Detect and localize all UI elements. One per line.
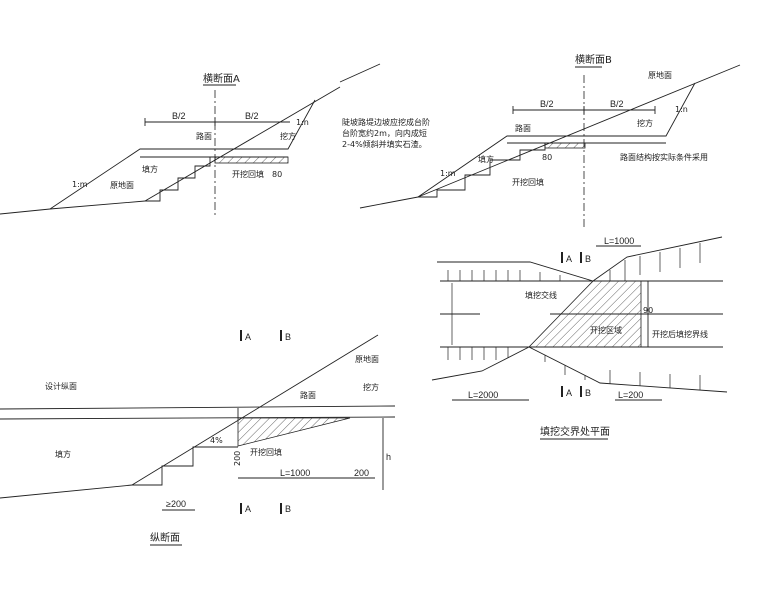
mark-b-top: B [285,332,291,342]
label-fill: 填方 [55,449,71,459]
dim-len2: 200 [354,468,369,478]
longitudinal-profile: A B A B 原地面 设计纵面 挖方 路面 4% 开挖回填 200 填方 L=… [0,330,396,546]
note-line-2: 台阶宽约2m，向内成短 [342,128,427,138]
mark-b-bottom: B [285,504,291,514]
label-boundary: 填挖交线 [525,290,557,300]
plan-view: L=1000 A B A B 填挖交线 90 开挖区域 开挖后填挖界线 L=20… [431,236,728,440]
section-a-title: 横断面A [203,72,240,85]
label-fill: 填方 [478,154,494,164]
dim-half-left: B/2 [172,111,186,121]
label-zone: 开挖区域 [590,325,622,335]
plan-title: 填挖交界处平面 [540,425,610,438]
dim-half-left: B/2 [540,99,554,109]
label-slope-n: 1:n [675,105,688,114]
mark-a-top: A [566,254,572,264]
dim-len-right: L=200 [618,390,643,400]
label-after: 开挖后填挖界线 [652,329,708,339]
label-grade: 4% [210,436,223,445]
mark-a-bottom: A [245,504,251,514]
mark-b-top: B [585,254,591,264]
mark-a-top: A [245,332,251,342]
label-backfill: 开挖回填 [512,177,544,187]
label-depth: 200 [233,451,242,466]
label-ground: 原地面 [355,354,379,364]
dim-half-right: B/2 [245,111,259,121]
label-design: 设计纵面 [45,381,77,391]
label-fill: 填方 [142,164,158,174]
label-slope-n: 1:n [296,118,309,127]
label-cut: 挖方 [363,382,379,392]
label-depth: 80 [272,170,282,179]
note-line-3: 2-4%倾斜并填实石渣。 [342,139,427,149]
label-cut: 挖方 [637,118,653,128]
dim-len-left: L=2000 [468,390,498,400]
dim-half-right: B/2 [610,99,624,109]
label-ground: 原地面 [648,70,672,80]
cross-section-b: 横断面B B/2 B/2 原地面 路面 挖方 陡坡路堤边坡应挖成台阶 台阶宽约2… [339,53,741,228]
label-structure: 路面结构按实际条件采用 [620,152,708,162]
profile-title: 纵断面 [150,531,180,544]
section-b-title: 横断面B [575,53,612,66]
label-road: 路面 [515,123,531,133]
cross-section-a: 横断面A B/2 B/2 填方 原地面 路面 挖方 开挖回填 80 1:m 1:… [0,72,341,218]
note-line-1: 陡坡路堤边坡应挖成台阶 [342,117,430,127]
label-backfill: 开挖回填 [232,169,264,179]
label-backfill: 开挖回填 [250,447,282,457]
dim-h: h [386,452,391,462]
label-cut: 挖方 [280,131,296,141]
label-road: 路面 [300,390,316,400]
label-angle: 90 [643,306,653,315]
dim-len-top: L=1000 [604,236,634,246]
mark-b-bottom: B [585,388,591,398]
label-depth: 80 [542,153,552,162]
label-slope-m: 1:m [72,180,88,189]
label-ground: 原地面 [110,180,134,190]
dim-len: L=1000 [280,468,310,478]
mark-a-bottom: A [566,388,572,398]
dim-step: ≥200 [166,499,186,509]
label-slope-m: 1:m [440,169,456,178]
label-road: 路面 [196,131,212,141]
